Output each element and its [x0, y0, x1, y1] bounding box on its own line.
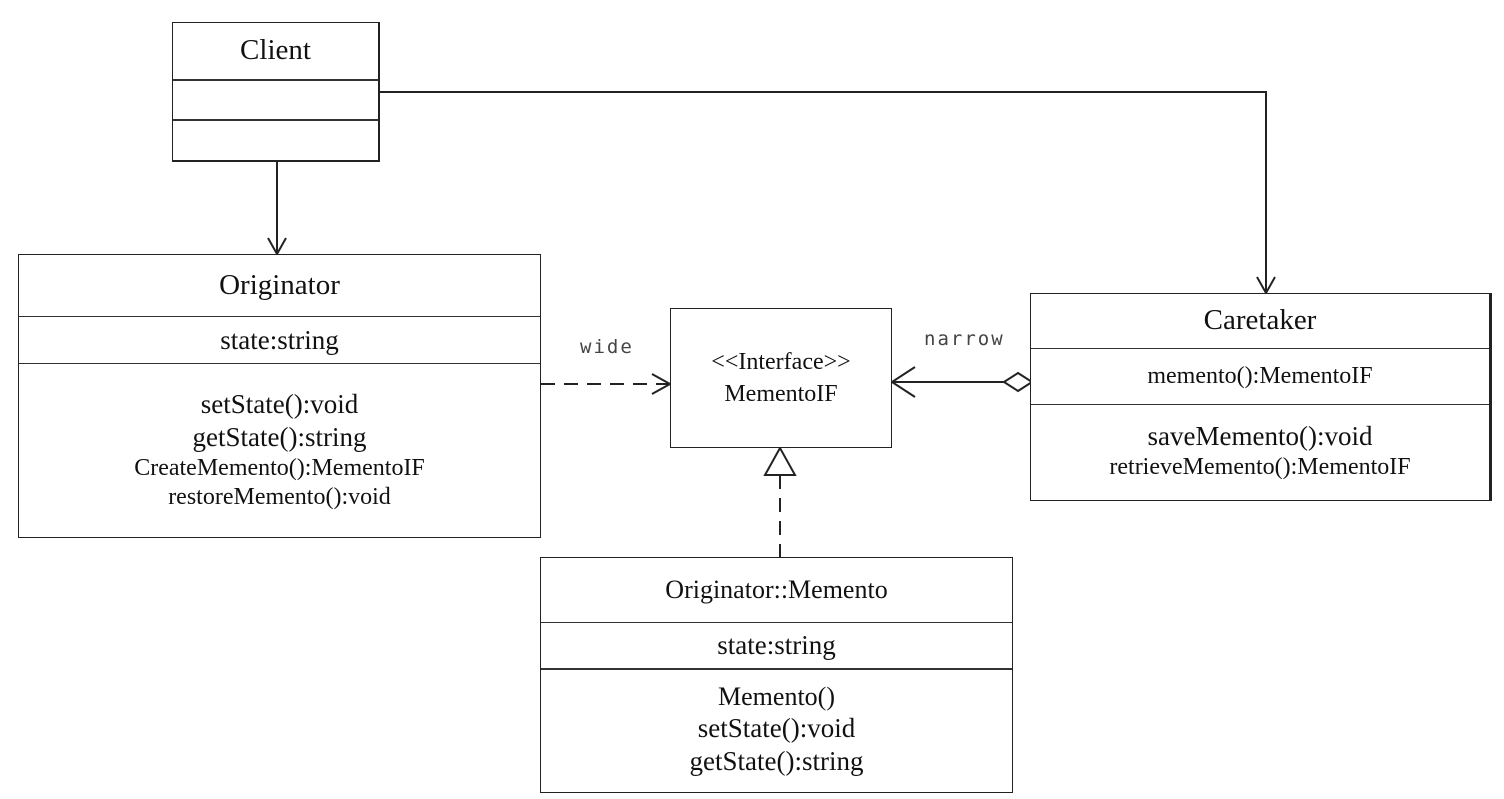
client-originator-association [267, 162, 287, 257]
memento-method: Memento() [718, 681, 835, 711]
caretaker-method: retrieveMemento():MementoIF [1109, 454, 1411, 481]
mementoif-interface: <<Interface>> MementoIF [670, 308, 892, 448]
originator-method: CreateMemento():MementoIF [134, 454, 425, 481]
originator-mementoif-dependency [541, 373, 673, 395]
caretaker-methods-cell: saveMemento():void retrieveMemento():Mem… [1031, 404, 1489, 498]
client-class-name: Client [240, 34, 311, 67]
client-name-cell: Client [173, 23, 378, 79]
memento-realization [763, 445, 797, 557]
originator-name-cell: Originator [19, 255, 540, 316]
memento-attribute: state:string [717, 630, 836, 661]
caretaker-attributes-cell: memento():MementoIF [1031, 348, 1489, 404]
originator-methods-cell: setState():void getState():string Create… [19, 363, 540, 536]
originator-attribute: state:string [220, 324, 339, 355]
originator-method: restoreMemento():void [168, 483, 391, 510]
memento-attributes-cell: state:string [541, 622, 1012, 668]
caretaker-attribute: memento():MementoIF [1147, 362, 1373, 389]
interface-stereotype: <<Interface>> [711, 348, 851, 375]
memento-method: setState():void [697, 713, 856, 744]
originator-attributes-cell: state:string [19, 316, 540, 363]
client-methods-cell [173, 119, 378, 159]
memento-method: getState():string [689, 746, 864, 777]
caretaker-name-cell: Caretaker [1031, 294, 1489, 348]
originator-class-name: Originator [219, 268, 340, 301]
caretaker-class: Caretaker memento():MementoIF saveMement… [1030, 293, 1492, 501]
originator-method: setState():void [200, 388, 359, 419]
memento-class-name: Originator::Memento [665, 575, 888, 605]
memento-methods-cell: Memento() setState():void getState():str… [541, 668, 1012, 789]
memento-name-cell: Originator::Memento [541, 558, 1012, 622]
narrow-label: narrow [924, 328, 1005, 350]
caretaker-mementoif-aggregation [890, 366, 1034, 398]
wide-label: wide [580, 336, 634, 358]
originator-method: getState():string [192, 421, 367, 452]
memento-class: Originator::Memento state:string Memento… [540, 557, 1013, 793]
originator-class: Originator state:string setState():void … [18, 254, 541, 538]
caretaker-class-name: Caretaker [1203, 304, 1317, 337]
caretaker-method: saveMemento():void [1147, 421, 1373, 452]
mementoif-name: MementoIF [724, 381, 838, 407]
client-class: Client [172, 22, 380, 162]
client-attributes-cell [173, 79, 378, 119]
